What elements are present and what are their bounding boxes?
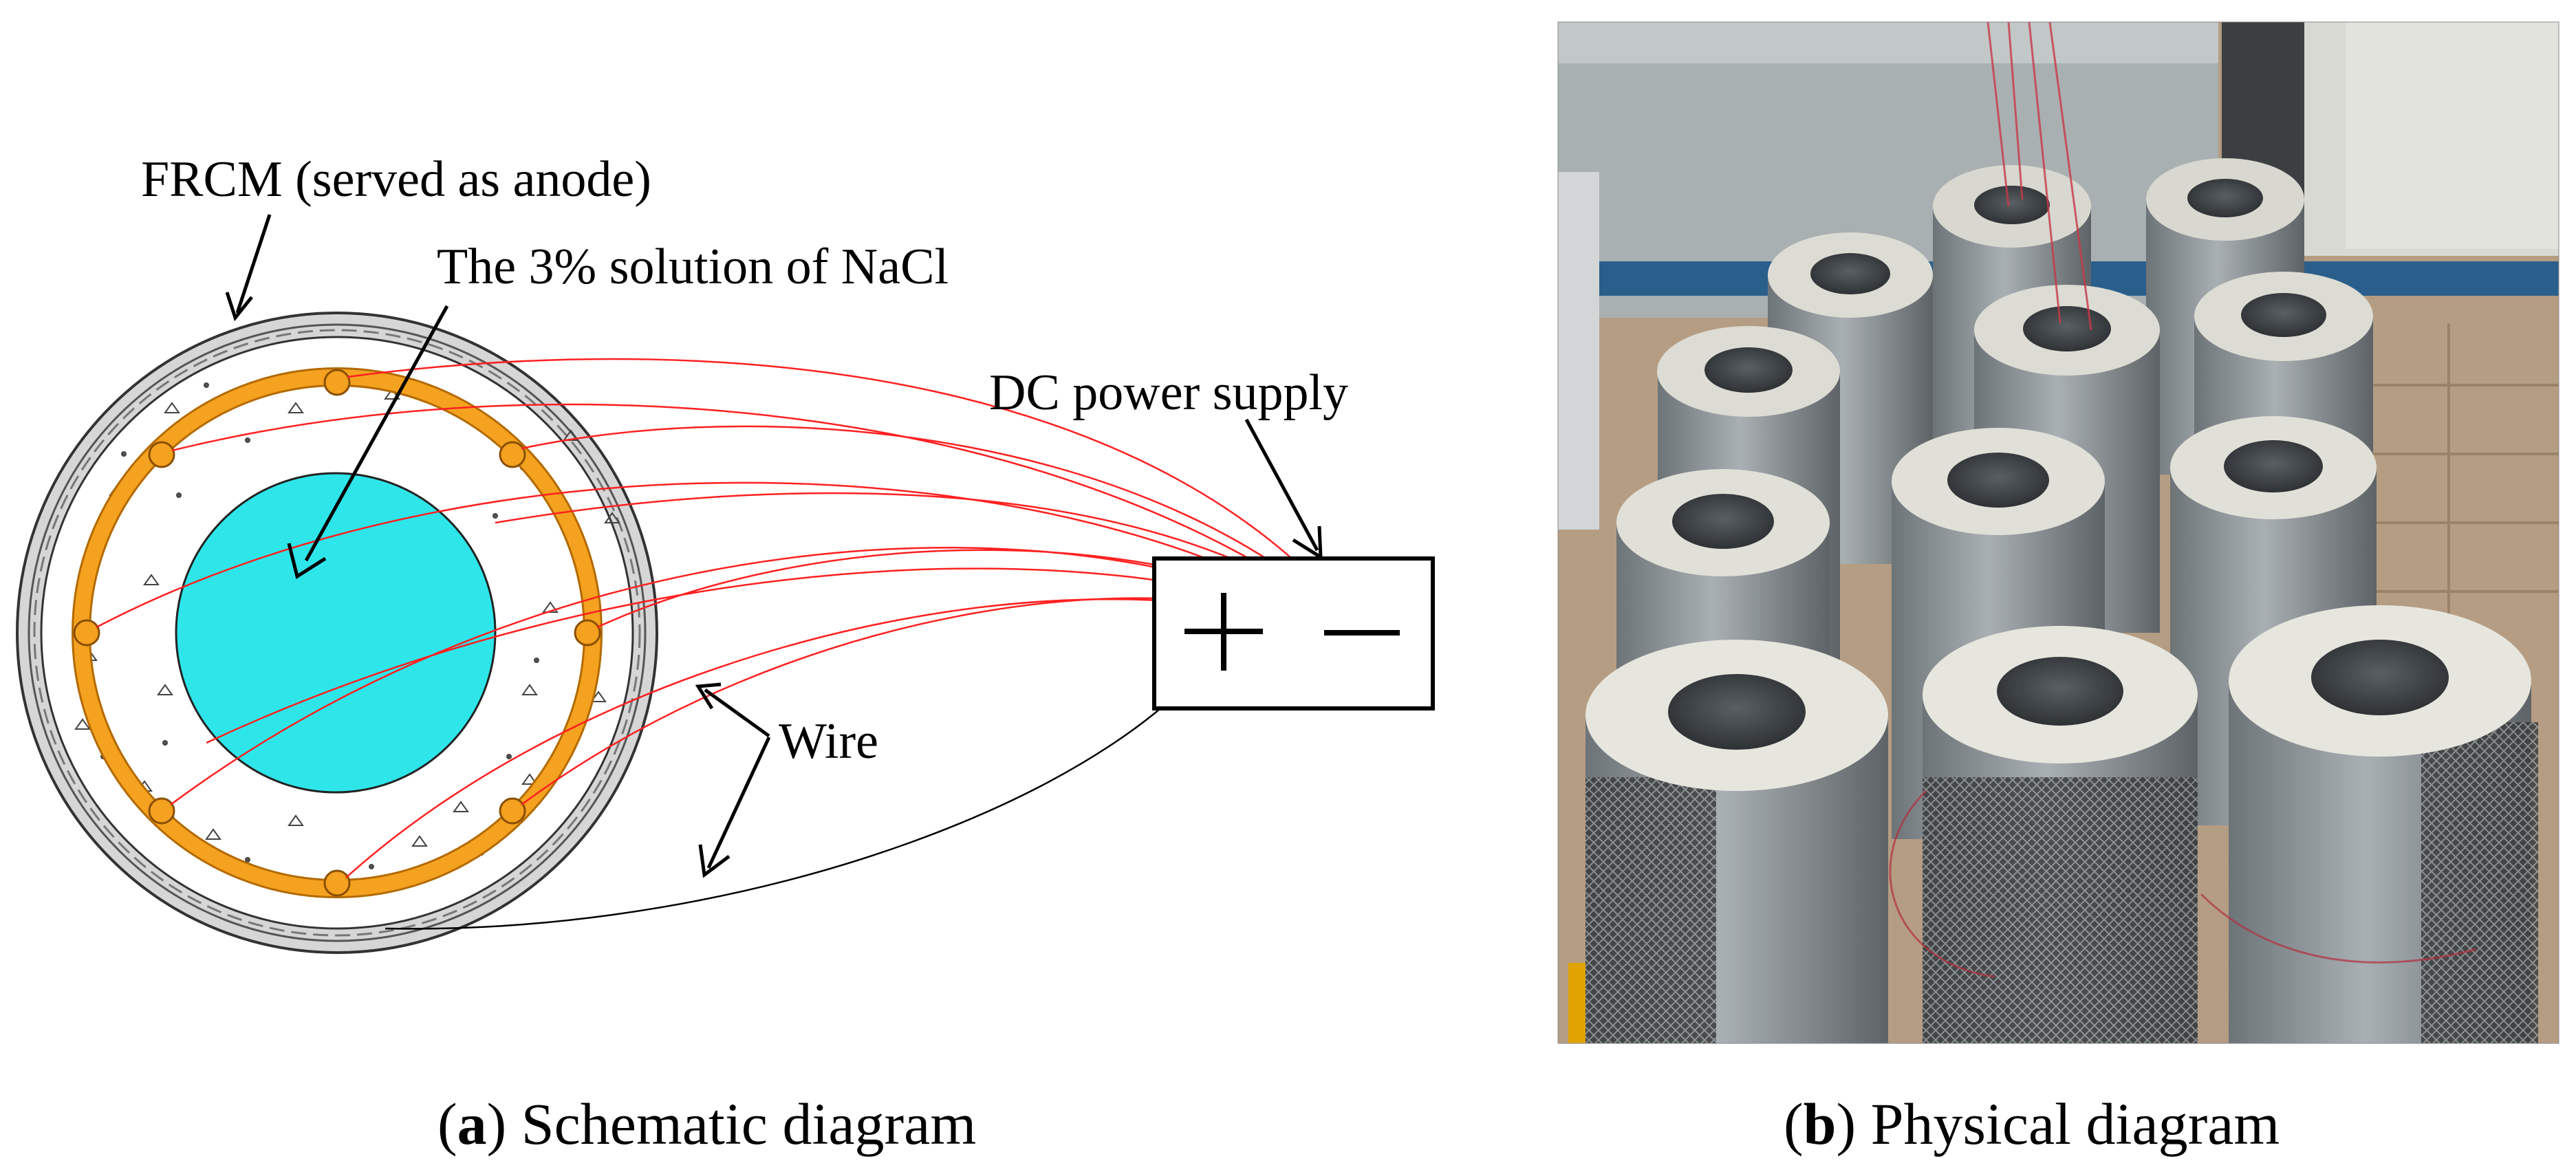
specimen xyxy=(1585,640,1888,1043)
schematic-diagram: FRCM (served as anode) The 3% solution o… xyxy=(16,151,1435,1157)
rebar xyxy=(148,441,175,468)
specimen xyxy=(2229,605,2538,1043)
rebars xyxy=(73,369,601,897)
nacl-solution-core xyxy=(175,472,497,794)
plus-terminal xyxy=(1184,593,1263,671)
rebar xyxy=(499,797,526,825)
specimen xyxy=(1923,626,2198,1043)
dc-power-supply-label: DC power supply xyxy=(989,365,1348,421)
wire-label: Wire xyxy=(779,713,878,770)
physical-photo xyxy=(1558,22,2559,1043)
caption-a: (a) Schematic diagram xyxy=(437,1091,976,1157)
nacl-label: The 3% solution of NaCl xyxy=(437,239,949,295)
rebar xyxy=(148,797,175,825)
rebar xyxy=(499,441,526,468)
caption-b: (b) Physical diagram xyxy=(1784,1091,2280,1157)
frcm-label: FRCM (served as anode) xyxy=(141,151,651,208)
arrows xyxy=(225,214,1323,878)
rebar xyxy=(323,369,351,396)
rebar xyxy=(73,619,100,647)
rebar xyxy=(323,869,351,897)
rebar xyxy=(574,619,601,647)
